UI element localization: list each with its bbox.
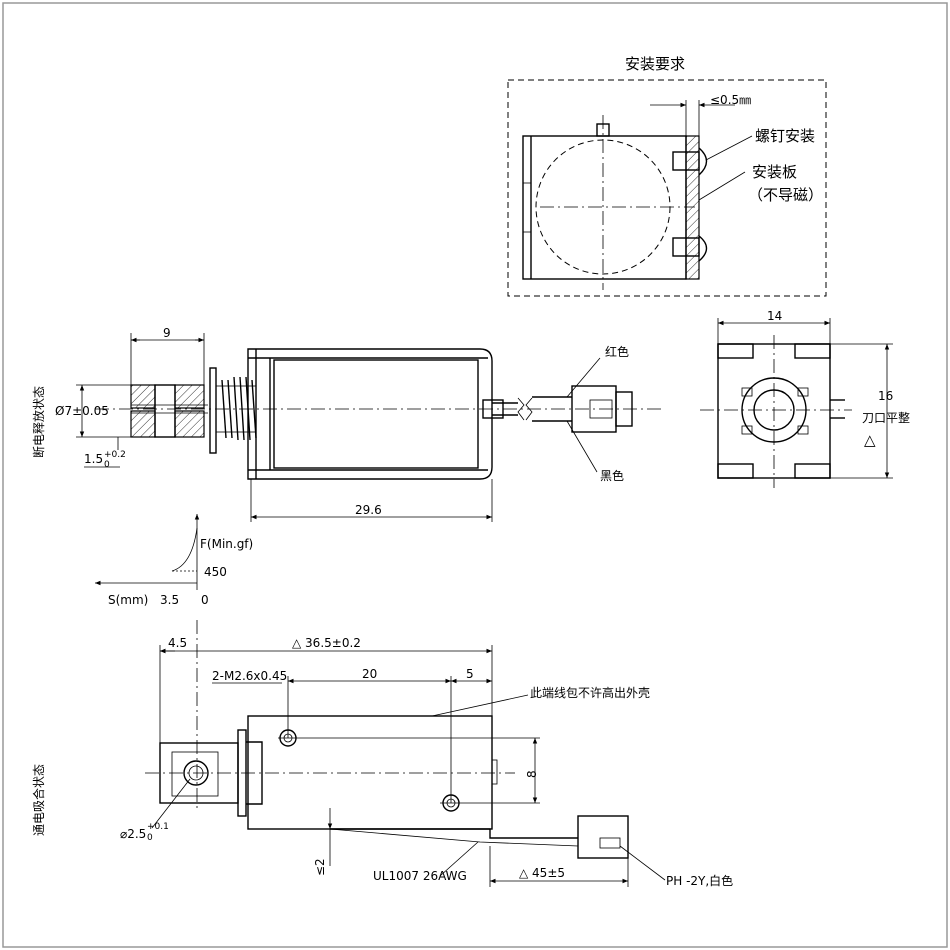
side-dim-1-5: 1.5 bbox=[84, 452, 103, 466]
side-dim-1-5-tol: +0.2 bbox=[104, 450, 126, 460]
side-body-frame bbox=[247, 348, 493, 480]
force-s-label: S(mm) bbox=[108, 593, 148, 607]
bottom-dim-8: 8 bbox=[525, 770, 539, 778]
bottom-dia-2-5-sub: 0 bbox=[147, 833, 153, 843]
bottom-note: 此端线包不许高出外壳 bbox=[530, 685, 650, 700]
side-red-label: 红色 bbox=[605, 344, 629, 359]
side-view: 断电释放状态 9 Ø7±0.05 1.5 +0.2 0 bbox=[31, 326, 665, 522]
bottom-wire-label: UL1007 26AWG bbox=[373, 869, 467, 883]
side-black-label: 黑色 bbox=[600, 469, 624, 483]
end-dim-14: 14 bbox=[767, 309, 782, 323]
bottom-connector-label: PH -2Y,白色 bbox=[666, 873, 733, 888]
force-curve bbox=[171, 527, 198, 572]
bottom-dia-2-5: ⌀2.5 bbox=[120, 827, 146, 841]
bottom-dim-36-5: △ 36.5±0.2 bbox=[292, 636, 361, 650]
install-gap-label: ≤0.5㎜ bbox=[710, 93, 751, 107]
install-plate-label: 安装板 bbox=[752, 163, 797, 181]
force-s-value: 3.5 bbox=[160, 593, 179, 607]
install-title: 安装要求 bbox=[625, 55, 685, 73]
side-dim-29-6: 29.6 bbox=[355, 503, 382, 517]
bottom-hole-label: 2-M2.6x0.45 bbox=[212, 669, 287, 683]
install-requirement-view: 安装要求 ≤0.5㎜ 螺钉安装 安装板 （不导磁） bbox=[507, 55, 827, 297]
install-body bbox=[522, 135, 687, 280]
end-dim-16: 16 bbox=[878, 389, 893, 403]
install-pin bbox=[596, 123, 610, 137]
spring bbox=[215, 376, 257, 441]
bottom-dim-20: 20 bbox=[362, 667, 377, 681]
bottom-dim-5: 5 bbox=[466, 667, 474, 681]
install-plate-note: （不导磁） bbox=[748, 186, 823, 204]
side-dim-9: 9 bbox=[163, 326, 171, 340]
force-f-label: F(Min.gf) bbox=[200, 537, 253, 551]
bottom-dim-4-5: 4.5 bbox=[168, 636, 187, 650]
install-plate bbox=[685, 135, 700, 280]
end-view: 14 16 刀口平整 △ bbox=[700, 309, 910, 488]
bottom-body bbox=[247, 715, 493, 830]
bottom-connector bbox=[577, 815, 629, 859]
install-frame bbox=[507, 79, 827, 297]
bottom-dim-lead: △ 45±5 bbox=[519, 866, 565, 880]
end-tri: △ bbox=[864, 431, 876, 449]
end-edge-label: 刀口平整 bbox=[862, 410, 910, 425]
side-dim-dia7: Ø7±0.05 bbox=[55, 404, 109, 418]
side-dim-1-5-sub: 0 bbox=[104, 460, 110, 470]
bottom-state-label: 通电吸合状态 bbox=[31, 764, 46, 836]
bottom-view: 通电吸合状态 4.5 △ 36.5±0.2 20 5 2-M2.6x0.45 此… bbox=[31, 620, 733, 888]
side-coil bbox=[273, 359, 479, 469]
force-f-value: 450 bbox=[204, 565, 227, 579]
bottom-plunger bbox=[159, 742, 239, 804]
force-zero: 0 bbox=[201, 593, 209, 607]
side-state-label: 断电释放状态 bbox=[31, 386, 46, 458]
force-graph: F(Min.gf) 450 S(mm) 3.5 0 bbox=[95, 514, 253, 607]
bottom-dia-2-5-tol: +0.1 bbox=[147, 822, 169, 832]
bottom-le-2: ≤2 bbox=[313, 858, 327, 876]
install-screw-label: 螺钉安装 bbox=[755, 127, 815, 145]
